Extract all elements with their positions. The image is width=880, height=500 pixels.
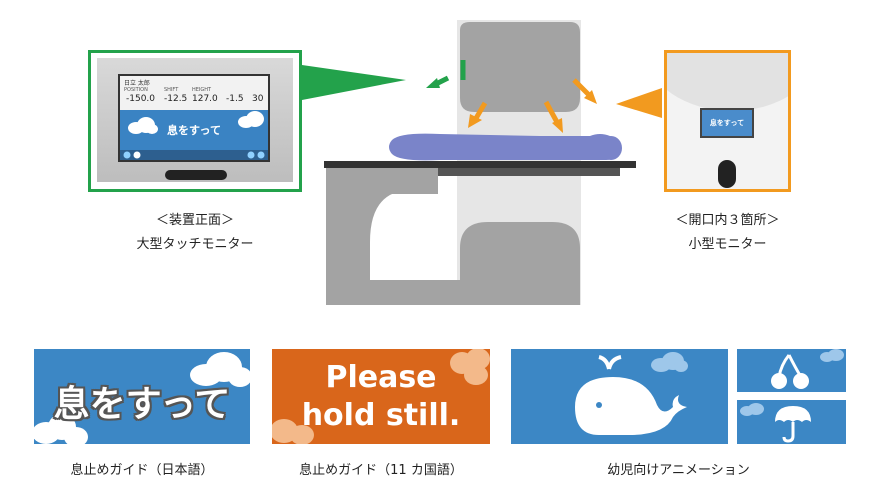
couch-tabletop <box>324 161 636 168</box>
whale-icon <box>575 355 687 435</box>
cherry-icon <box>771 354 809 389</box>
green-arrow <box>426 60 466 88</box>
ct-machine-illustration <box>302 20 662 305</box>
cloud-icon <box>190 352 250 387</box>
nav-icon[interactable] <box>257 151 265 159</box>
readout-height: 127.0 <box>192 94 218 104</box>
cloud-icon <box>34 414 88 444</box>
caption-breath-guide-en: 息止めガイド（11 カ国語） <box>299 463 463 478</box>
cloud-icon <box>820 349 844 362</box>
nav-icon[interactable] <box>123 151 131 159</box>
breath-guide-jp-text: 息をすって <box>53 384 231 425</box>
breath-guide-en-text: Please hold still. <box>272 359 490 435</box>
cloud-icon <box>272 419 314 444</box>
breath-message: 息をすって <box>166 124 221 137</box>
monitor-user-name: 日立 太郎 <box>124 80 150 87</box>
cloud-icon <box>651 352 688 372</box>
green-callout-wedge <box>302 65 406 100</box>
nav-icon[interactable] <box>247 151 255 159</box>
breath-guide-japanese-panel: 息をすって <box>34 349 250 444</box>
gantry-top <box>460 22 580 112</box>
small-monitor-caption-2: 小型モニター <box>688 237 767 252</box>
gantry-bottom <box>460 222 580 280</box>
monitor-slot <box>165 170 227 180</box>
label-shift: SHIFT <box>164 87 179 93</box>
readout-shift: -12.5 <box>164 94 188 104</box>
large-monitor-screen: 日立 太郎 POSITION SHIFT HEIGHT -150.0 -12.5… <box>118 74 270 162</box>
orange-callout-wedge <box>616 88 662 118</box>
cloud-icon <box>238 111 264 128</box>
small-monitor-screen: 息をすって <box>700 108 754 138</box>
caption-infant-animation: 幼児向けアニメーション <box>607 463 750 478</box>
patient-head <box>600 136 622 160</box>
umbrella-icon <box>775 406 811 443</box>
orange-arrows <box>468 78 597 133</box>
caption-breath-guide-jp: 息止めガイド（日本語） <box>70 463 214 478</box>
monitor-header <box>120 76 268 110</box>
readout-third: 30 <box>252 94 264 104</box>
readout-position: -150.0 <box>126 94 156 104</box>
large-monitor-caption-1: ＜装置正面＞ <box>155 213 234 228</box>
nav-icon[interactable] <box>133 151 141 159</box>
infant-animation-umbrella-panel <box>737 400 846 444</box>
breath-guide-multilingual-panel: Please hold still. <box>272 349 490 444</box>
small-monitor-caption-1: ＜開口内３箇所＞ <box>675 213 780 228</box>
couch-rail <box>438 168 620 176</box>
infant-animation-cherry-panel <box>737 349 846 392</box>
breath-guide-en-line1: Please <box>325 360 437 395</box>
patient-body <box>389 133 619 161</box>
couch-head <box>326 168 438 194</box>
label-position: POSITION <box>124 87 148 93</box>
label-height: HEIGHT <box>192 87 212 93</box>
gantry-curve <box>667 53 788 111</box>
cloud-icon <box>450 349 490 385</box>
small-monitor-slot <box>718 160 736 188</box>
large-monitor-caption-2: 大型タッチモニター <box>136 237 254 252</box>
cloud-icon <box>740 403 764 416</box>
breath-guide-en-line2: hold still. <box>301 398 461 433</box>
cloud-icon <box>128 117 158 134</box>
readout-tilt: -1.5 <box>226 94 244 104</box>
monitor-footer <box>120 150 268 160</box>
infant-animation-whale-panel <box>511 349 728 444</box>
